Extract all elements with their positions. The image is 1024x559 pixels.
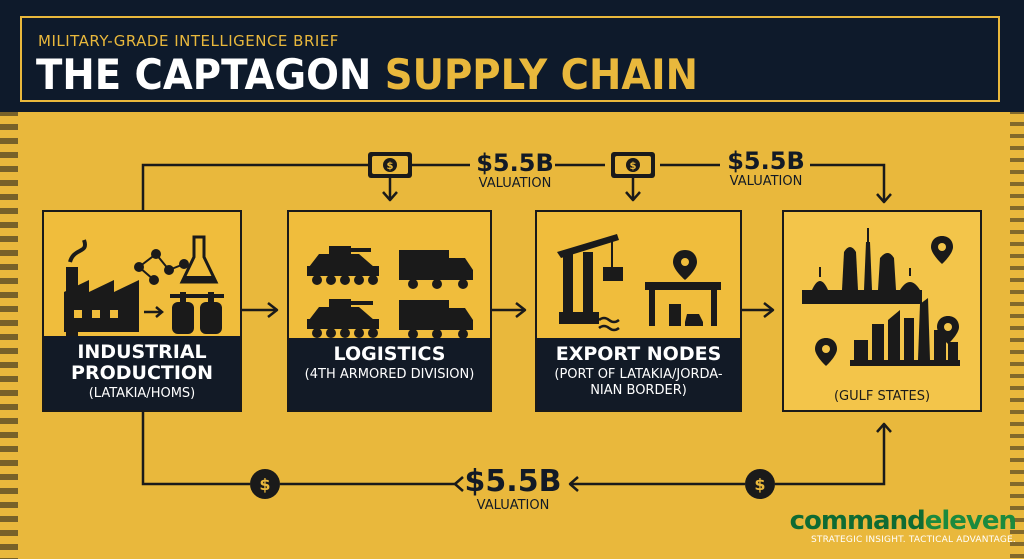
stage-industrial-production: INDUSTRIAL PRODUCTION (LATAKIA/HOMS) bbox=[42, 210, 242, 412]
brand-logo: commandeleven STRATEGIC INSIGHT. TACTICA… bbox=[789, 506, 1017, 545]
brand-wordmark: commandeleven bbox=[789, 506, 1017, 536]
fuel-station-icon bbox=[645, 282, 721, 326]
stage-icons bbox=[557, 234, 721, 332]
truck-icon bbox=[399, 250, 473, 289]
shipping-container-icon bbox=[603, 267, 623, 281]
valuation-amount: $5.5B bbox=[464, 464, 562, 499]
svg-text:$: $ bbox=[259, 475, 270, 494]
brand-name-part: eleven bbox=[924, 506, 1017, 536]
arrowhead-icon bbox=[453, 476, 464, 492]
header-kicker: MILITARY-GRADE INTELLIGENCE BRIEF bbox=[38, 32, 339, 50]
arrowhead-icon bbox=[625, 191, 641, 202]
crane-icon bbox=[557, 234, 623, 324]
bottom-flow-segment bbox=[775, 425, 886, 486]
money-bill-icon: $ bbox=[611, 152, 655, 178]
arrowhead-icon bbox=[876, 193, 892, 204]
valuation-amount: $5.5B bbox=[476, 149, 554, 177]
stage-name: INDUSTRIAL PRODUCTION bbox=[50, 342, 234, 384]
stage-export-nodes: EXPORT NODES (PORT OF LATAKIA/JORDA- NIA… bbox=[535, 210, 742, 412]
svg-text:$: $ bbox=[630, 161, 637, 172]
stage-name-line: INDUSTRIAL bbox=[77, 341, 207, 363]
location-pin-icon bbox=[937, 316, 959, 344]
arrowhead-icon bbox=[876, 422, 892, 433]
header-frame bbox=[20, 16, 1000, 102]
stage-name-line: PRODUCTION bbox=[71, 362, 213, 384]
armored-vehicle-icon bbox=[307, 246, 379, 285]
brand-tagline: STRATEGIC INSIGHT. TACTICAL ADVANTAGE. bbox=[810, 535, 1016, 545]
stage-icons bbox=[64, 235, 224, 337]
top-flow-segment bbox=[810, 163, 886, 200]
arrowhead-icon bbox=[568, 476, 579, 492]
valuation-amount: $5.5B bbox=[727, 147, 805, 175]
molecule-icon bbox=[134, 249, 189, 285]
valuation-label: VALUATION bbox=[478, 176, 552, 191]
valuation-bottom: $5.5B VALUATION bbox=[458, 464, 568, 514]
title-accent: SUPPLY CHAIN bbox=[384, 50, 698, 99]
stage-location: (PORT OF LATAKIA/JORDA- NIAN BORDER) bbox=[543, 367, 734, 399]
valuation-label: VALUATION bbox=[729, 174, 803, 189]
top-flow-line bbox=[141, 163, 370, 210]
svg-text:$: $ bbox=[754, 475, 765, 494]
valuation-label: VALUATION bbox=[476, 498, 550, 513]
stage-label: INDUSTRIAL PRODUCTION (LATAKIA/HOMS) bbox=[44, 336, 240, 410]
arrow-icon bbox=[144, 306, 164, 318]
valuation-top-right: $5.5B VALUATION bbox=[718, 148, 814, 189]
location-pin-icon bbox=[673, 250, 697, 280]
title-main: THE CAPTAGON bbox=[36, 50, 385, 99]
factory-icon bbox=[64, 239, 139, 337]
stage-location: (LATAKIA/HOMS) bbox=[88, 386, 196, 401]
waves-icon bbox=[598, 316, 620, 332]
grunge-texture-left bbox=[0, 110, 18, 559]
arrowhead-icon bbox=[267, 302, 279, 318]
grunge-texture-right bbox=[1010, 110, 1024, 559]
bottom-flow-line bbox=[141, 412, 250, 486]
skyline-icon bbox=[802, 228, 922, 304]
stage-name: EXPORT NODES bbox=[555, 343, 722, 365]
arrowhead-icon bbox=[763, 302, 775, 318]
page-title: THE CAPTAGON SUPPLY CHAIN bbox=[36, 50, 698, 99]
tank-icon bbox=[307, 299, 379, 338]
stage-location-line: NIAN BORDER) bbox=[590, 383, 687, 398]
truck-icon bbox=[399, 300, 473, 339]
stage-logistics: LOGISTICS (4TH ARMORED DIVISION) bbox=[287, 210, 492, 412]
stage-label: LOGISTICS (4TH ARMORED DIVISION) bbox=[289, 338, 490, 410]
arrowhead-icon bbox=[515, 302, 527, 318]
reactor-tanks-icon bbox=[170, 292, 224, 334]
flask-icon bbox=[179, 235, 219, 284]
location-pin-icon bbox=[931, 236, 953, 264]
stage-icons bbox=[802, 228, 960, 366]
money-bill-icon: $ bbox=[368, 152, 412, 178]
stage-name: LOGISTICS bbox=[333, 343, 446, 365]
stage-gulf-states: (GULF STATES) bbox=[782, 210, 982, 412]
header-banner: MILITARY-GRADE INTELLIGENCE BRIEF THE CA… bbox=[0, 0, 1024, 112]
stage-location-line: (PORT OF LATAKIA/JORDA- bbox=[554, 367, 723, 382]
stage-label: EXPORT NODES (PORT OF LATAKIA/JORDA- NIA… bbox=[537, 338, 740, 410]
coin-icon: $ bbox=[745, 469, 775, 499]
location-pin-icon bbox=[815, 338, 837, 366]
stage-location: (4TH ARMORED DIVISION) bbox=[304, 367, 475, 382]
svg-text:$: $ bbox=[387, 161, 394, 172]
coin-icon: $ bbox=[250, 469, 280, 499]
brand-name-part: command bbox=[789, 506, 926, 536]
stage-location: (GULF STATES) bbox=[833, 389, 931, 404]
arrowhead-icon bbox=[382, 191, 398, 202]
valuation-top-left: $5.5B VALUATION bbox=[470, 150, 560, 191]
stage-icons bbox=[307, 246, 473, 339]
